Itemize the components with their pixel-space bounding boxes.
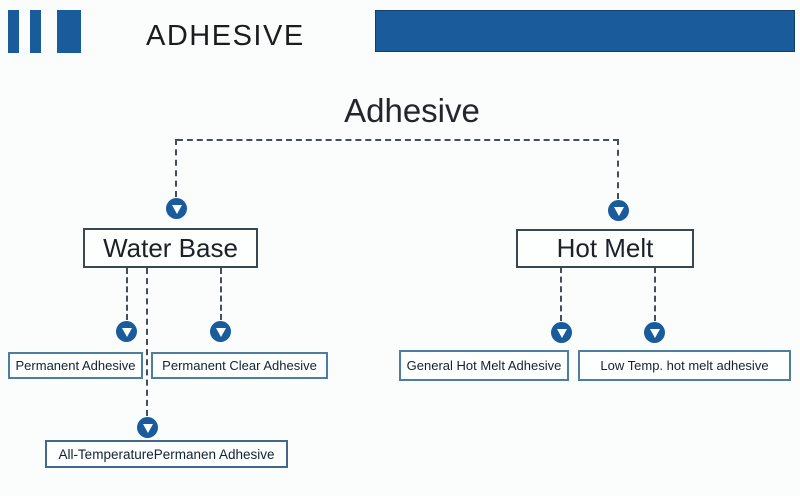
down-arrow-icon bbox=[166, 198, 187, 219]
connector-to-permanent-adhesive bbox=[126, 268, 128, 320]
node-low-temp-hot-melt: Low Temp. hot melt adhesive bbox=[578, 350, 791, 381]
node-permanent-adhesive: Permanent Adhesive bbox=[8, 352, 143, 379]
page-title: ADHESIVE bbox=[146, 20, 305, 52]
triangle-glyph bbox=[556, 329, 567, 338]
triangle-glyph bbox=[142, 424, 153, 433]
triangle-glyph bbox=[121, 328, 132, 337]
node-hot-melt: Hot Melt bbox=[516, 229, 694, 268]
diagram-root-label: Adhesive bbox=[344, 92, 480, 129]
down-arrow-icon bbox=[137, 417, 158, 438]
down-arrow-icon bbox=[551, 322, 572, 343]
node-general-hot-melt: General Hot Melt Adhesive bbox=[399, 350, 569, 381]
connector-to-low-temp bbox=[654, 267, 656, 321]
connector-to-all-temperature bbox=[146, 268, 148, 416]
node-all-temperature-adhesive: All-TemperaturePermanen Adhesive bbox=[45, 440, 288, 468]
connector-to-water-base bbox=[175, 139, 177, 197]
connector-to-hot-melt bbox=[617, 139, 619, 199]
triangle-glyph bbox=[215, 328, 226, 337]
down-arrow-icon bbox=[210, 321, 231, 342]
triangle-glyph bbox=[171, 205, 182, 214]
node-water-base: Water Base bbox=[83, 228, 258, 268]
triangle-glyph bbox=[649, 329, 660, 338]
down-arrow-icon bbox=[608, 200, 629, 221]
header-accent-bar bbox=[375, 10, 795, 52]
connector-to-general-hot-melt bbox=[560, 267, 562, 321]
connector-to-permanent-clear bbox=[220, 268, 222, 320]
down-arrow-icon bbox=[116, 321, 137, 342]
triangle-glyph bbox=[613, 207, 624, 216]
node-permanent-clear-adhesive: Permanent Clear Adhesive bbox=[151, 352, 328, 379]
down-arrow-icon bbox=[644, 322, 665, 343]
brand-bar-1 bbox=[8, 10, 19, 53]
connector-top-horizontal bbox=[177, 139, 619, 141]
brand-bar-3 bbox=[57, 10, 81, 53]
brand-bar-2 bbox=[30, 10, 41, 53]
